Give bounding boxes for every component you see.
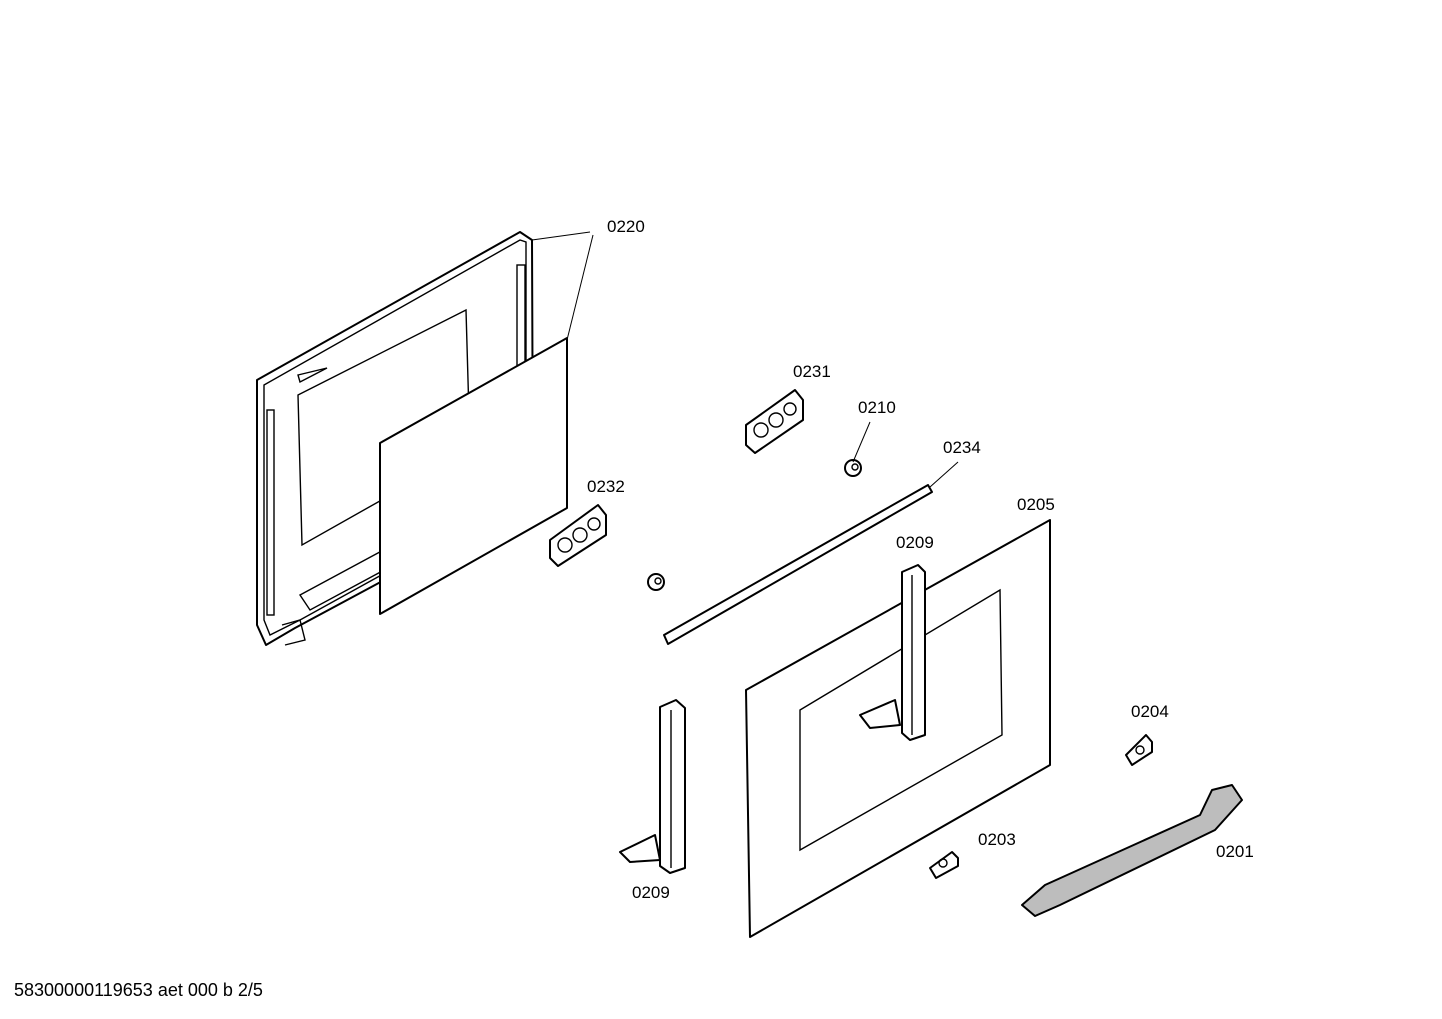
callout-0220: 0220 bbox=[607, 217, 645, 236]
leader-lines bbox=[531, 231, 959, 488]
strip-0234 bbox=[663, 484, 933, 645]
outer-door-glass bbox=[745, 519, 1051, 938]
callout-0204: 0204 bbox=[1131, 702, 1169, 721]
callout-0209-top: 0209 bbox=[896, 533, 934, 552]
callout-0201: 0201 bbox=[1216, 842, 1254, 861]
spacer-0210 bbox=[844, 459, 862, 477]
bracket-0204 bbox=[1125, 734, 1153, 766]
callout-0203: 0203 bbox=[978, 830, 1016, 849]
bracket-0203 bbox=[929, 851, 959, 879]
spacer-lower bbox=[647, 573, 665, 591]
callout-labels: 0220 0231 0210 0234 0232 0205 0209 0204 … bbox=[587, 217, 1254, 902]
document-code: 58300000119653 aet 000 b 2/5 bbox=[14, 980, 263, 1000]
seal-0232 bbox=[549, 504, 607, 567]
callout-0209-bottom: 0209 bbox=[632, 883, 670, 902]
callout-0231: 0231 bbox=[793, 362, 831, 381]
callout-0232: 0232 bbox=[587, 477, 625, 496]
hinge-top bbox=[859, 564, 926, 741]
hinge-bottom bbox=[619, 699, 686, 874]
callout-0234: 0234 bbox=[943, 438, 981, 457]
seal-0231 bbox=[745, 389, 804, 454]
callout-0205: 0205 bbox=[1017, 495, 1055, 514]
handle-0201 bbox=[1021, 784, 1243, 917]
callout-0210: 0210 bbox=[858, 398, 896, 417]
glass-pane bbox=[379, 337, 568, 615]
